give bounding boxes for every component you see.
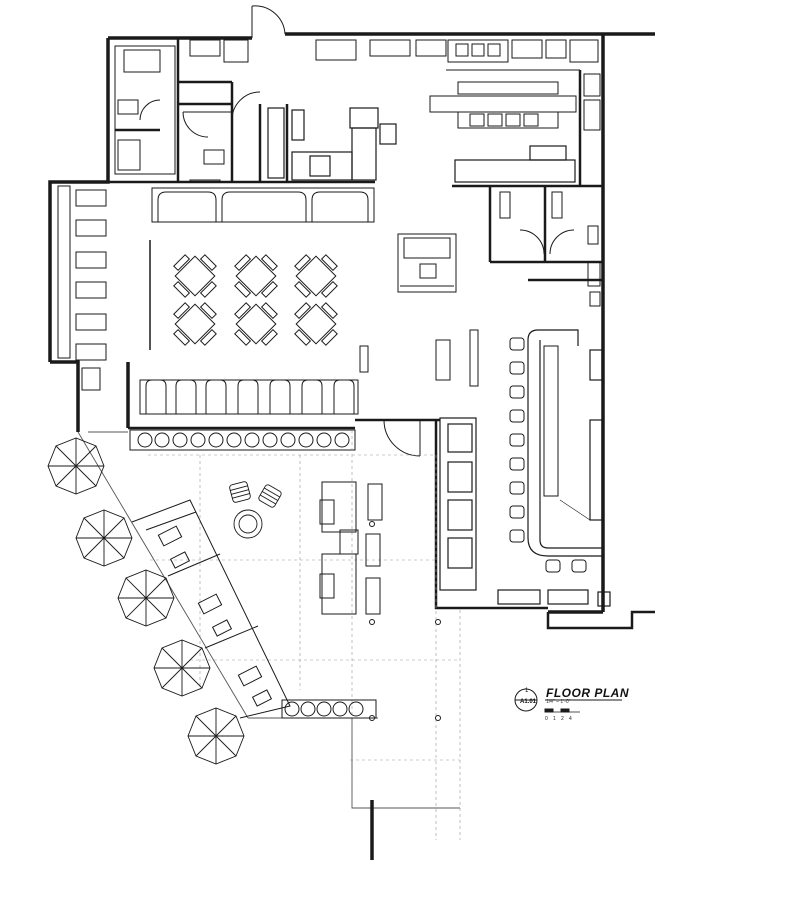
restrooms: [499, 191, 601, 307]
scale-tick-label: 0: [545, 716, 548, 722]
patio-planters: [281, 699, 377, 719]
entry-door-top: [251, 5, 286, 38]
patio-door: [383, 419, 421, 457]
booth-row-bottom: [139, 379, 359, 415]
bar: [527, 329, 603, 557]
planter-row: [129, 429, 356, 451]
dining-tables: [173, 254, 338, 346]
drawing-number: 1: [525, 688, 529, 694]
left-window-seats: [57, 185, 151, 361]
kitchen-equipment-top: [189, 39, 599, 71]
lounge-chairs: [229, 481, 282, 539]
title-block-graphic: [514, 688, 622, 713]
umbrellas: [47, 437, 245, 765]
patio-booths: [319, 481, 441, 721]
drawing-title: FLOOR PLAN: [546, 686, 629, 700]
booth-row-top: [151, 187, 375, 223]
hall-doors: [182, 91, 261, 183]
scale-tick-label: 2: [561, 716, 564, 722]
kitchen-line: [429, 73, 601, 131]
scale-note: 1/4" = 1'-0": [546, 699, 571, 705]
office-room: [114, 45, 176, 175]
sheet-number: A1.01: [520, 699, 537, 705]
diagonal-booths: [131, 499, 291, 719]
fire-pit: [233, 509, 263, 539]
patio-boundary: [77, 431, 460, 809]
pass-counter: [267, 107, 576, 183]
title-block: 1 A1.01 FLOOR PLAN 1/4" = 1'-0": [512, 684, 642, 714]
bar-stools: [509, 337, 587, 573]
lounge-banquette: [434, 417, 655, 630]
scale-tick-label: 1: [553, 716, 556, 722]
exterior-walls: [48, 32, 655, 614]
interior-walls: [108, 38, 603, 430]
posts: [81, 329, 479, 391]
scale-tick-label: 4: [569, 716, 572, 722]
service-station: [397, 233, 457, 293]
patio-grid: [148, 430, 461, 840]
